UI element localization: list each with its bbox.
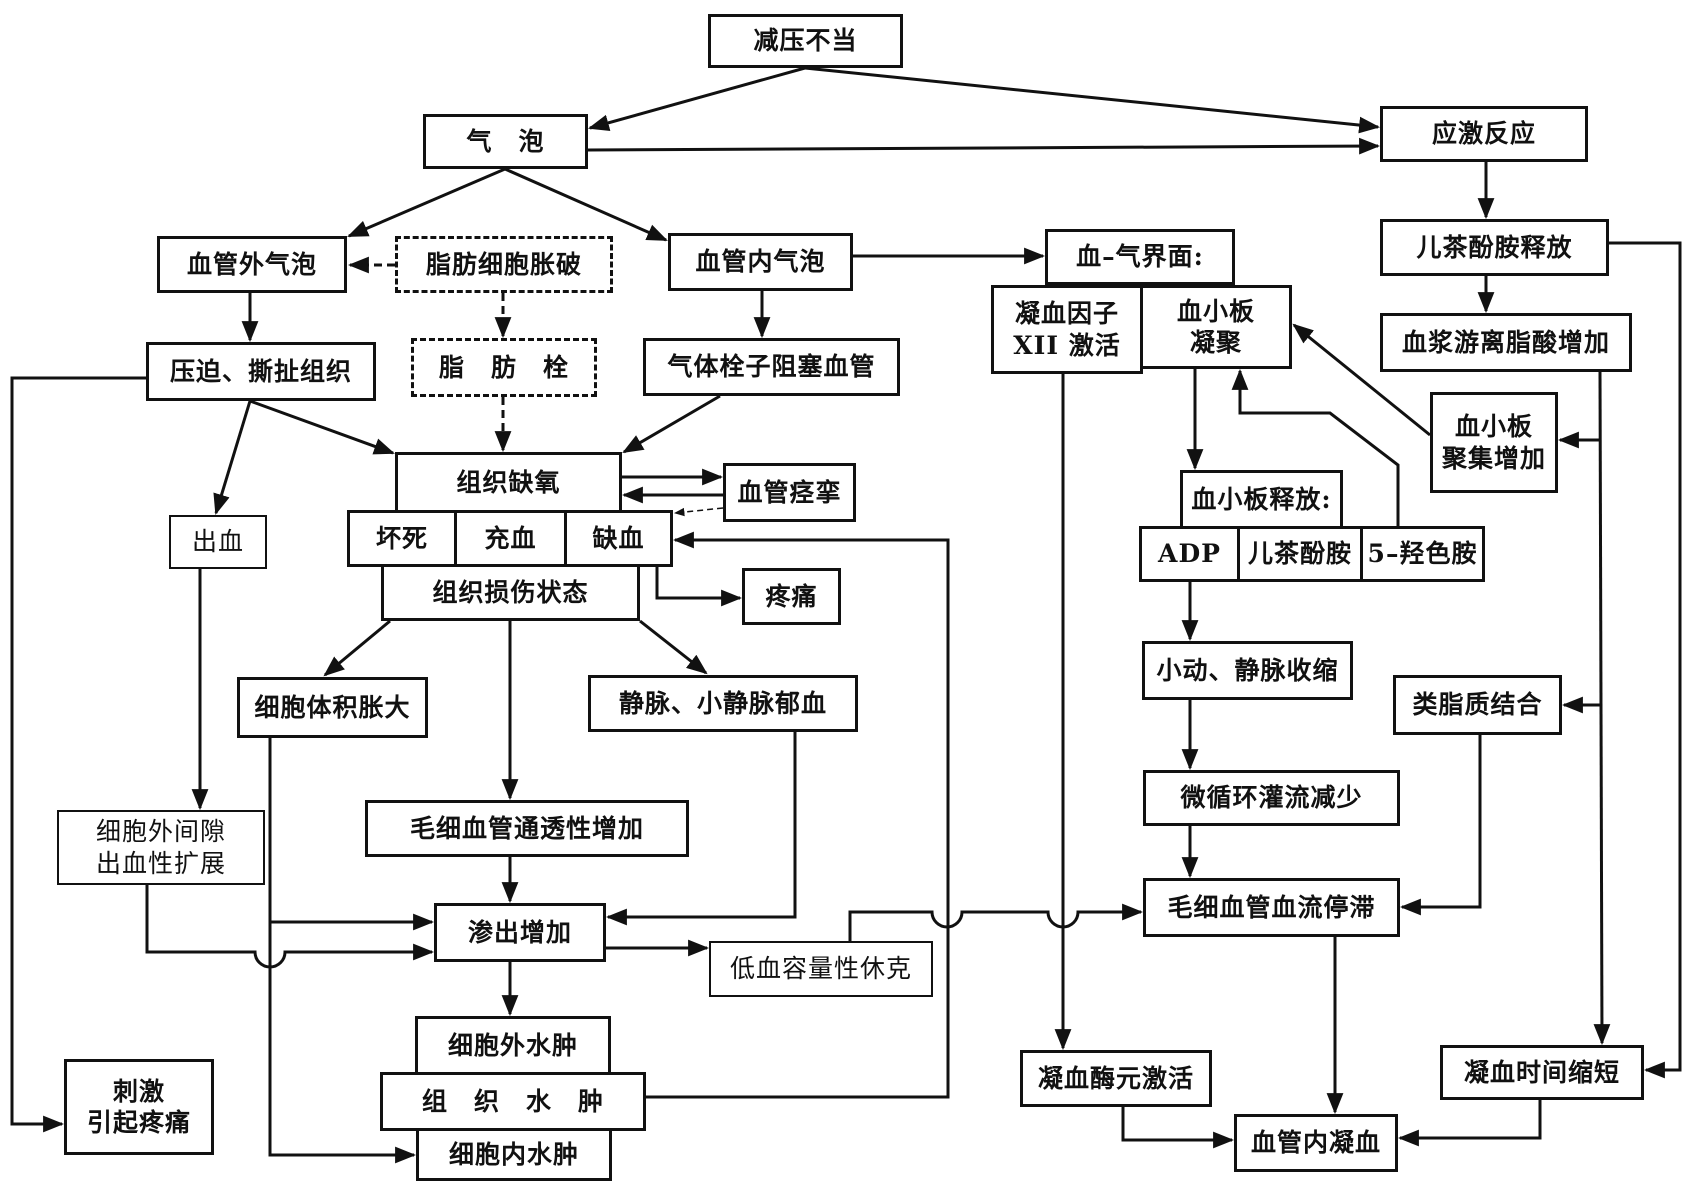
arrow-injury-to-swelling <box>323 619 391 677</box>
arrow-clotting-to-coagulation <box>1397 1100 1542 1147</box>
node-extracellular-hemorrhage: 细胞外间隙 出血性扩展 <box>57 810 265 885</box>
node-lipid-binding: 类脂质结合 <box>1393 675 1562 735</box>
node-catecholamine: 儿茶酚胺 <box>1237 526 1363 582</box>
node-hypovolemic-shock: 低血容量性休克 <box>709 941 933 997</box>
arrow-lipid-to-stasis <box>1399 735 1482 916</box>
node-intravascular-coagulation: 血管内凝血 <box>1234 1114 1398 1172</box>
node-decompression: 减压不当 <box>708 14 903 68</box>
node-gas-embolism: 气体栓子阻塞血管 <box>643 338 900 396</box>
node-capillary-stasis: 毛细血管血流停滞 <box>1143 878 1400 937</box>
line-catecholamine-to-clotting <box>1609 241 1682 1079</box>
node-stimulation-pain: 刺激 引起疼痛 <box>64 1059 214 1155</box>
node-tissue-injury: 组织损伤状态 <box>381 564 640 621</box>
arrow-extracellular-to-exudation <box>145 885 435 969</box>
arrow-decompression-to-bubbles <box>587 66 806 132</box>
arrow-injury-to-venous <box>639 619 708 675</box>
arrow-vasospasm-to-ischemia <box>673 507 724 517</box>
arrow-pain-from-ischemia <box>655 567 743 607</box>
node-exudation: 渗出增加 <box>434 903 606 962</box>
node-cell-swelling: 细胞体积胀大 <box>237 677 428 738</box>
node-platelet-aggregation: 血小板 凝聚 <box>1140 285 1292 369</box>
node-prothrombin-activation: 凝血酶元激活 <box>1020 1050 1212 1107</box>
node-venous-congestion: 静脉、小静脉郁血 <box>588 675 858 732</box>
arrow-plateletagg-to-aggregation <box>1292 323 1431 437</box>
node-platelet-agg-increase: 血小板 聚集增加 <box>1430 392 1558 493</box>
node-serotonin: 5–羟色胺 <box>1360 526 1485 582</box>
node-vasoconstriction: 小动、静脉收缩 <box>1142 641 1353 700</box>
node-ischemia: 缺血 <box>564 510 673 567</box>
node-necrosis: 坏死 <box>347 510 457 567</box>
arrow-decompression-to-stress <box>804 66 1381 134</box>
arrow-swelling-to-intracellular <box>268 922 417 1164</box>
node-hemorrhage: 出血 <box>169 515 267 569</box>
node-vasospasm: 血管痉挛 <box>723 463 856 522</box>
arrow-bubbles-to-extravascular <box>347 167 506 238</box>
line-edema-to-ischemia <box>646 531 950 1099</box>
line-ffa-trunk <box>1593 371 1611 1046</box>
node-pain: 疼痛 <box>742 568 841 625</box>
node-intracellular-edema: 细胞内水肿 <box>416 1128 612 1181</box>
node-blood-gas-interface: 血–气界面: <box>1045 229 1235 285</box>
arrow-bubbles-to-intravascular <box>504 167 668 242</box>
arrow-shock-to-stasis <box>848 903 1144 941</box>
node-clotting-time-shortened: 凝血时间缩短 <box>1440 1045 1644 1100</box>
node-capillary-permeability: 毛细血管通透性增加 <box>365 800 689 857</box>
node-stress-response: 应激反应 <box>1380 106 1588 162</box>
node-tissue-edema: 组 织 水 肿 <box>380 1072 646 1131</box>
node-bubbles: 气 泡 <box>423 114 588 169</box>
node-intravascular-bubbles: 血管内气泡 <box>668 233 853 291</box>
node-congestion: 充血 <box>454 510 567 567</box>
node-catecholamine-release: 儿茶酚胺释放 <box>1380 219 1609 276</box>
arrow-compress-to-hypoxia <box>249 399 395 455</box>
node-extravascular-bubbles: 血管外气泡 <box>157 236 347 293</box>
node-platelet-release: 血小板释放: <box>1180 470 1343 529</box>
node-fat-cell-rupture: 脂肪细胞胀破 <box>395 236 613 293</box>
node-adp: ADP <box>1139 526 1240 582</box>
node-tissue-hypoxia: 组织缺氧 <box>395 452 622 513</box>
line-compress-to-stimulation <box>10 376 146 1133</box>
node-plasma-ffa: 血浆游离脂酸增加 <box>1380 313 1632 372</box>
arrow-prothrombin-to-coagulation <box>1121 1107 1235 1149</box>
line-serotonin-to-aggregation <box>1231 368 1400 526</box>
node-extracellular-edema: 细胞外水肿 <box>415 1016 611 1075</box>
arrow-bubbles-to-stress <box>587 137 1381 155</box>
node-compress-tear: 压迫、撕扯组织 <box>146 342 376 401</box>
node-fat-embolism: 脂 肪 栓 <box>411 338 597 397</box>
arrow-gasembolism-to-hypoxia <box>622 394 721 454</box>
node-factor-xii: 凝血因子 XII 激活 <box>991 285 1143 374</box>
arrow-compress-to-hemorrhage <box>213 400 252 516</box>
node-microcirculation-reduced: 微循环灌流减少 <box>1143 770 1400 826</box>
arrow-venous-to-exudation <box>605 732 797 926</box>
